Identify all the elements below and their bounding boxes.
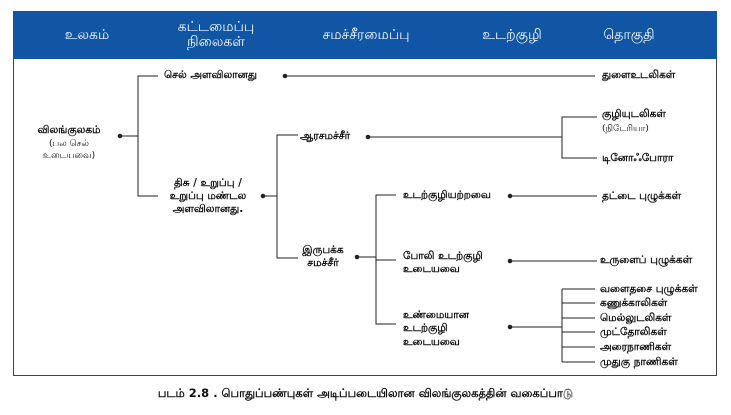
header-symmetry: சமச்சீரமைப்பு (322, 27, 410, 43)
coelom-true-3: உடையவை (403, 336, 460, 348)
header-bar (13, 11, 717, 59)
phylum-mollusca: மெல்லுடலிகள் (600, 312, 672, 324)
coelom-pseudo-1: போலி உடற்குழி (403, 250, 483, 262)
coelom-acoelomate: உடற்குழியற்றவை (403, 189, 491, 201)
level-tissue-3: அளவிலானது. (172, 203, 244, 215)
coelom-pseudo-2: உடையவை (403, 263, 460, 275)
symmetry-radial: ஆரசமச்சீர் (300, 130, 351, 142)
level-tissue-2: உறுப்பு மண்டல (169, 190, 247, 202)
phylum-cnidaria-sub: (நிடேரியா) (602, 124, 649, 134)
kingdom-name: விலங்குலகம் (37, 124, 101, 136)
phylum-echinodermata: முட்தோலிகள் (600, 326, 667, 338)
phylum-ctenophora: டினோஃபோரா (602, 152, 674, 164)
phylum-nematoda: உருளைப் புழுக்கள் (600, 254, 693, 266)
coelom-true-1: உண்மையான (403, 309, 469, 321)
header-phylum: தொகுதி (603, 27, 655, 43)
coelom-true-2: உடற்குழி (403, 322, 448, 334)
header-organization-1: கட்டமைப்பு (177, 19, 255, 35)
phylum-arthropoda: கணுக்காலிகள் (600, 297, 668, 309)
level-tissue-1: திசு / உறுப்பு / (173, 177, 243, 189)
header-coelom: உடற்குழி (482, 27, 542, 43)
figure-caption: படம் 2.8 . பொதுப்பண்புகள் அடிப்படையிலான … (157, 386, 574, 400)
symmetry-bilateral-2: சமச்சீர் (307, 257, 339, 269)
kingdom-sub-2: உடையவை) (42, 151, 96, 161)
phylum-porifera: துளைஉடலிகள் (602, 69, 676, 81)
phylum-hemichordata: அரைநாணிகள் (600, 341, 672, 353)
kingdom-sub-1: (பல செல் (49, 139, 89, 149)
phylum-cnidaria: குழியுடலிகள் (602, 108, 666, 120)
header-kingdom: உலகம் (64, 27, 110, 43)
phylum-annelida: வளைதசை புழுக்கள் (600, 283, 698, 295)
symmetry-bilateral-1: இருபக்க (302, 244, 344, 256)
phylum-platyhelminthes: தட்டை புழுக்கள் (602, 190, 682, 202)
level-cellular: செல் அளவிலானது (164, 69, 257, 81)
header-organization-2: நிலைகள் (186, 34, 246, 50)
phylum-chordata: முதுகு நாணிகள் (600, 356, 678, 368)
